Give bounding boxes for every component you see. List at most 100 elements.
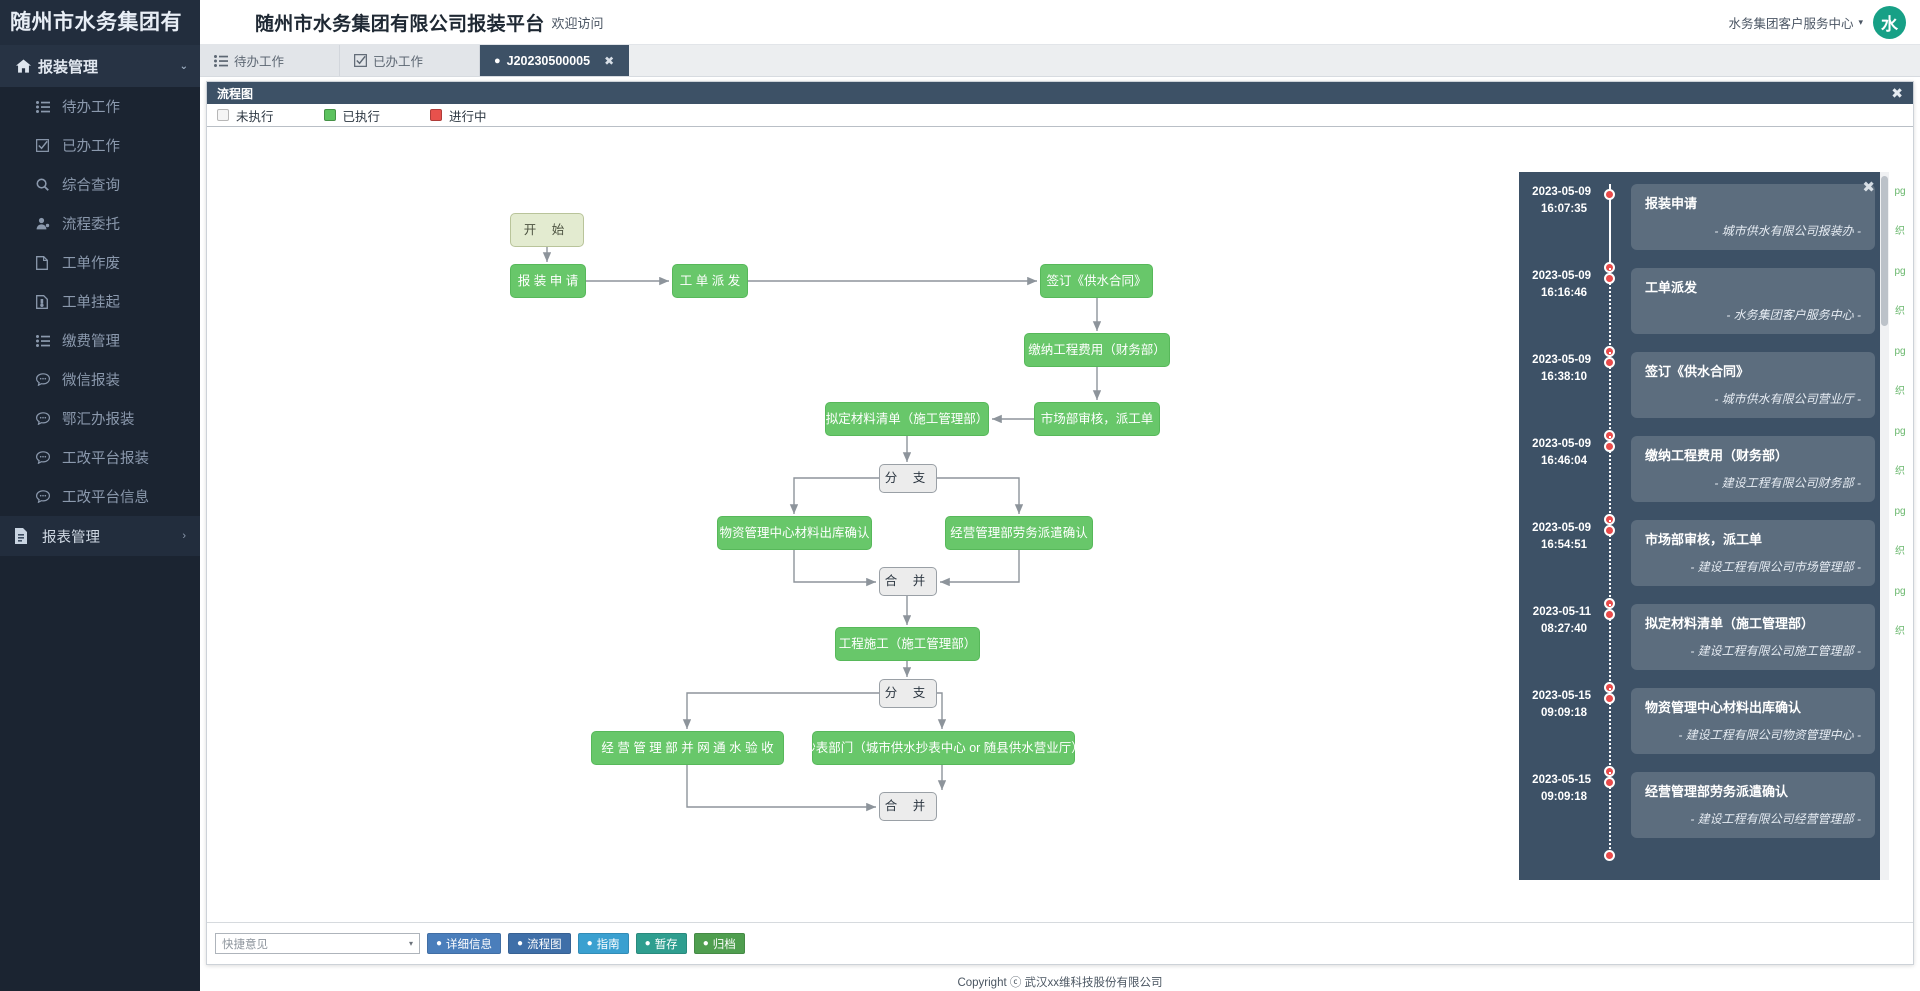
flow-node-n6[interactable]: 拟定材料清单（施工管理部） (825, 402, 989, 436)
user-name: 水务集团客户服务中心 (1728, 16, 1854, 31)
header-user-area[interactable]: 水务集团客户服务中心 ▾ 水 (1728, 5, 1920, 39)
timeline-scrollbar[interactable] (1880, 172, 1889, 880)
flow-node-n10[interactable]: 经 营 管 理 部 并 网 通 水 验 收 (591, 731, 784, 765)
sidebar-section-baozhuang[interactable]: 报装管理 ⌄ (0, 45, 200, 87)
sidebar-item-11[interactable]: 工改平台信息 (0, 477, 200, 516)
sidebar-item-9[interactable]: 鄂汇办报装 (0, 399, 200, 438)
flow-node-g4[interactable]: 合 并 (879, 792, 937, 821)
chat-icon (36, 451, 62, 464)
welcome-text: 欢迎访问 (551, 15, 604, 31)
ghost-text: 织 (1895, 466, 1905, 477)
legend-swatch (430, 109, 443, 121)
sidebar-item-baobiao[interactable]: 报表管理 › (0, 516, 200, 556)
timeline-card[interactable]: 经营管理部劳务派遣确认- 建设工程有限公司经营管理部 - (1631, 772, 1875, 838)
flow-node-n4[interactable]: 缴纳工程费用（财务部） (1024, 333, 1170, 367)
timeline-time: 16:38:10 (1540, 371, 1587, 383)
tab-label: 已办工作 (373, 55, 424, 69)
timeline-card[interactable]: 市场部审核，派工单- 建设工程有限公司市场管理部 - (1631, 520, 1875, 586)
flow-node-n1[interactable]: 报 装 申 请 (510, 264, 586, 298)
timeline-card[interactable]: 签订《供水合同》- 城市供水有限公司营业厅 - (1631, 352, 1875, 418)
legend-swatch (217, 109, 229, 121)
toolbar-button-label: 归档 (712, 938, 736, 951)
close-icon[interactable]: ✖ (604, 53, 615, 68)
legend-item-2: 已执行 (323, 106, 380, 125)
timeline-dot (1604, 693, 1615, 704)
sidebar-item-7[interactable]: 缴费管理 (0, 321, 200, 360)
flow-node-g2[interactable]: 合 并 (879, 567, 937, 596)
timeline-step-org: - 城市供水有限公司报装办 - (1714, 224, 1861, 238)
flow-node-g3[interactable]: 分 支 (879, 679, 937, 708)
timeline-card[interactable]: 缴纳工程费用（财务部） - 建设工程有限公司财务部 - (1631, 436, 1875, 502)
sidebar-item-label: 工改平台信息 (62, 490, 149, 506)
tab-1[interactable]: 待办工作 (200, 45, 340, 76)
sidebar-item-4[interactable]: 流程委托 (0, 204, 200, 243)
toolbar-button-1[interactable]: ●详细信息 (427, 933, 502, 954)
sidebar-item-label: 工改平台报装 (62, 451, 149, 467)
timeline-card[interactable]: 物资管理中心材料出库确认- 建设工程有限公司物资管理中心 - (1631, 688, 1875, 754)
timeline-step-title: 市场部审核，派工单 (1645, 532, 1763, 547)
flow-node-n5[interactable]: 市场部审核，派工单 (1034, 402, 1160, 436)
flow-node-start[interactable]: 开 始 (510, 213, 584, 247)
flow-icon: ● (517, 938, 524, 949)
sidebar-item-3[interactable]: 综合查询 (0, 165, 200, 204)
timeline-step-title: 缴纳工程费用（财务部） (1645, 448, 1789, 463)
flow-node-n7[interactable]: 物资管理中心材料出库确认 (717, 516, 872, 550)
sidebar-item-label: 流程委托 (62, 217, 120, 233)
sidebar-item-5[interactable]: 工单作废 (0, 243, 200, 282)
flow-node-n3[interactable]: 签订《供水合同》 (1040, 264, 1153, 298)
toolbar-button-3[interactable]: ●指南 (577, 933, 629, 954)
file-pin-icon (36, 294, 62, 309)
timeline-step-title: 经营管理部劳务派遣确认 (1645, 784, 1789, 799)
avatar[interactable]: 水 (1873, 5, 1906, 39)
search-icon (36, 178, 62, 191)
close-icon[interactable]: ✖ (1891, 84, 1903, 101)
file-icon (36, 255, 62, 270)
toolbar-button-5[interactable]: ●归档 (693, 933, 745, 954)
chevron-down-icon: ▾ (408, 939, 413, 948)
flow-node-g1[interactable]: 分 支 (879, 464, 937, 493)
sidebar-item-6[interactable]: 工单挂起 (0, 282, 200, 321)
sidebar-item-8[interactable]: 微信报装 (0, 360, 200, 399)
list-icon (214, 54, 228, 67)
quick-opinion-select[interactable]: 快捷意见 ▾ (215, 933, 420, 954)
timeline-card[interactable]: 报装申请- 城市供水有限公司报装办 - (1631, 184, 1875, 250)
close-icon[interactable]: ✖ (1862, 179, 1875, 196)
flow-canvas[interactable]: 开 始报 装 申 请工 单 派 发签订《供水合同》缴纳工程费用（财务部）市场部审… (207, 127, 1913, 922)
flow-inner: 开 始报 装 申 请工 单 派 发签订《供水合同》缴纳工程费用（财务部）市场部审… (207, 127, 1913, 922)
tab-2[interactable]: 已办工作 (340, 45, 480, 76)
sidebar-item-10[interactable]: 工改平台报装 (0, 438, 200, 477)
flow-node-n2[interactable]: 工 单 派 发 (672, 264, 748, 298)
tab-label: J20230500005 (506, 53, 591, 68)
flow-node-n11[interactable]: 抄表部门（城市供水抄表中心 or 随县供水营业厅） (803, 731, 1084, 765)
timeline-time: 16:46:04 (1540, 455, 1587, 467)
timeline-step-org: - 建设工程有限公司财务部 - (1714, 476, 1861, 490)
sidebar-item-label: 综合查询 (62, 178, 120, 194)
timeline-card[interactable]: 拟定材料清单（施工管理部）- 建设工程有限公司施工管理部 - (1631, 604, 1875, 670)
toolbar-button-2[interactable]: ●流程图 (508, 933, 571, 954)
toolbar-button-4[interactable]: ●暂存 (635, 933, 687, 954)
sidebar-item-2[interactable]: 已办工作 (0, 126, 200, 165)
timeline-card[interactable]: 工单派发- 水务集团客户服务中心 - (1631, 268, 1875, 334)
legend-item-1: 未执行 (217, 106, 274, 125)
chevron-down-icon: ⌄ (179, 60, 188, 72)
flow-node-n9[interactable]: 工程施工（施工管理部） (835, 627, 980, 661)
flow-node-n8[interactable]: 经营管理部劳务派遣确认 (945, 516, 1093, 550)
sidebar-item-1[interactable]: 待办工作 (0, 87, 200, 126)
timeline-time: 16:07:35 (1540, 203, 1587, 215)
chevron-down-icon[interactable]: ▾ (1858, 16, 1863, 27)
legend-label: 进行中 (449, 109, 487, 124)
tab-3[interactable]: ●J20230500005✖ (480, 45, 630, 76)
